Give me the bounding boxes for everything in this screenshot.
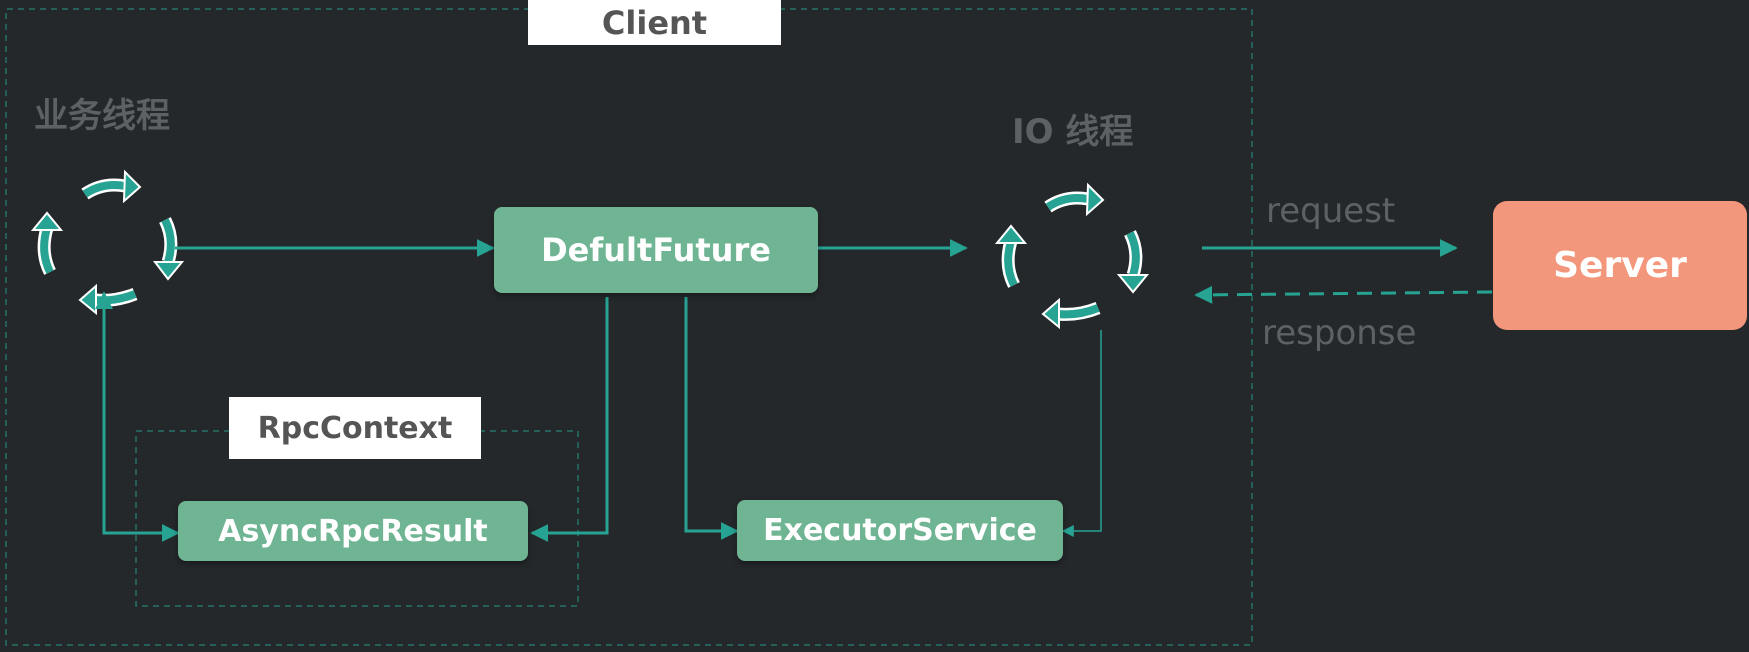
business-thread-spinner-icon xyxy=(37,178,178,307)
response-label: response xyxy=(1262,313,1417,353)
business-thread-label: 业务线程 xyxy=(34,96,170,136)
executor-service-box: ExecutorService xyxy=(737,500,1063,561)
arrow-response xyxy=(1194,285,1493,304)
client-label: Client xyxy=(528,0,781,45)
arrow-io-to-executor xyxy=(1061,330,1102,537)
client-frame xyxy=(5,8,1253,646)
default-future-box: DefultFuture xyxy=(494,207,818,293)
arrow-business-async-result xyxy=(95,291,180,542)
arrow-future-to-async-result xyxy=(530,297,609,542)
request-label: request xyxy=(1266,191,1396,231)
rpc-context-label: RpcContext xyxy=(229,397,481,459)
async-rpc-result-box: AsyncRpcResult xyxy=(178,501,528,561)
server-box: Server xyxy=(1493,201,1747,330)
business-thread-spinner-icon-fill xyxy=(40,181,175,305)
io-thread-label: IO 线程 xyxy=(1012,112,1134,152)
arrow-future-to-executor xyxy=(684,297,739,540)
io-thread-spinner-icon xyxy=(1001,191,1143,321)
